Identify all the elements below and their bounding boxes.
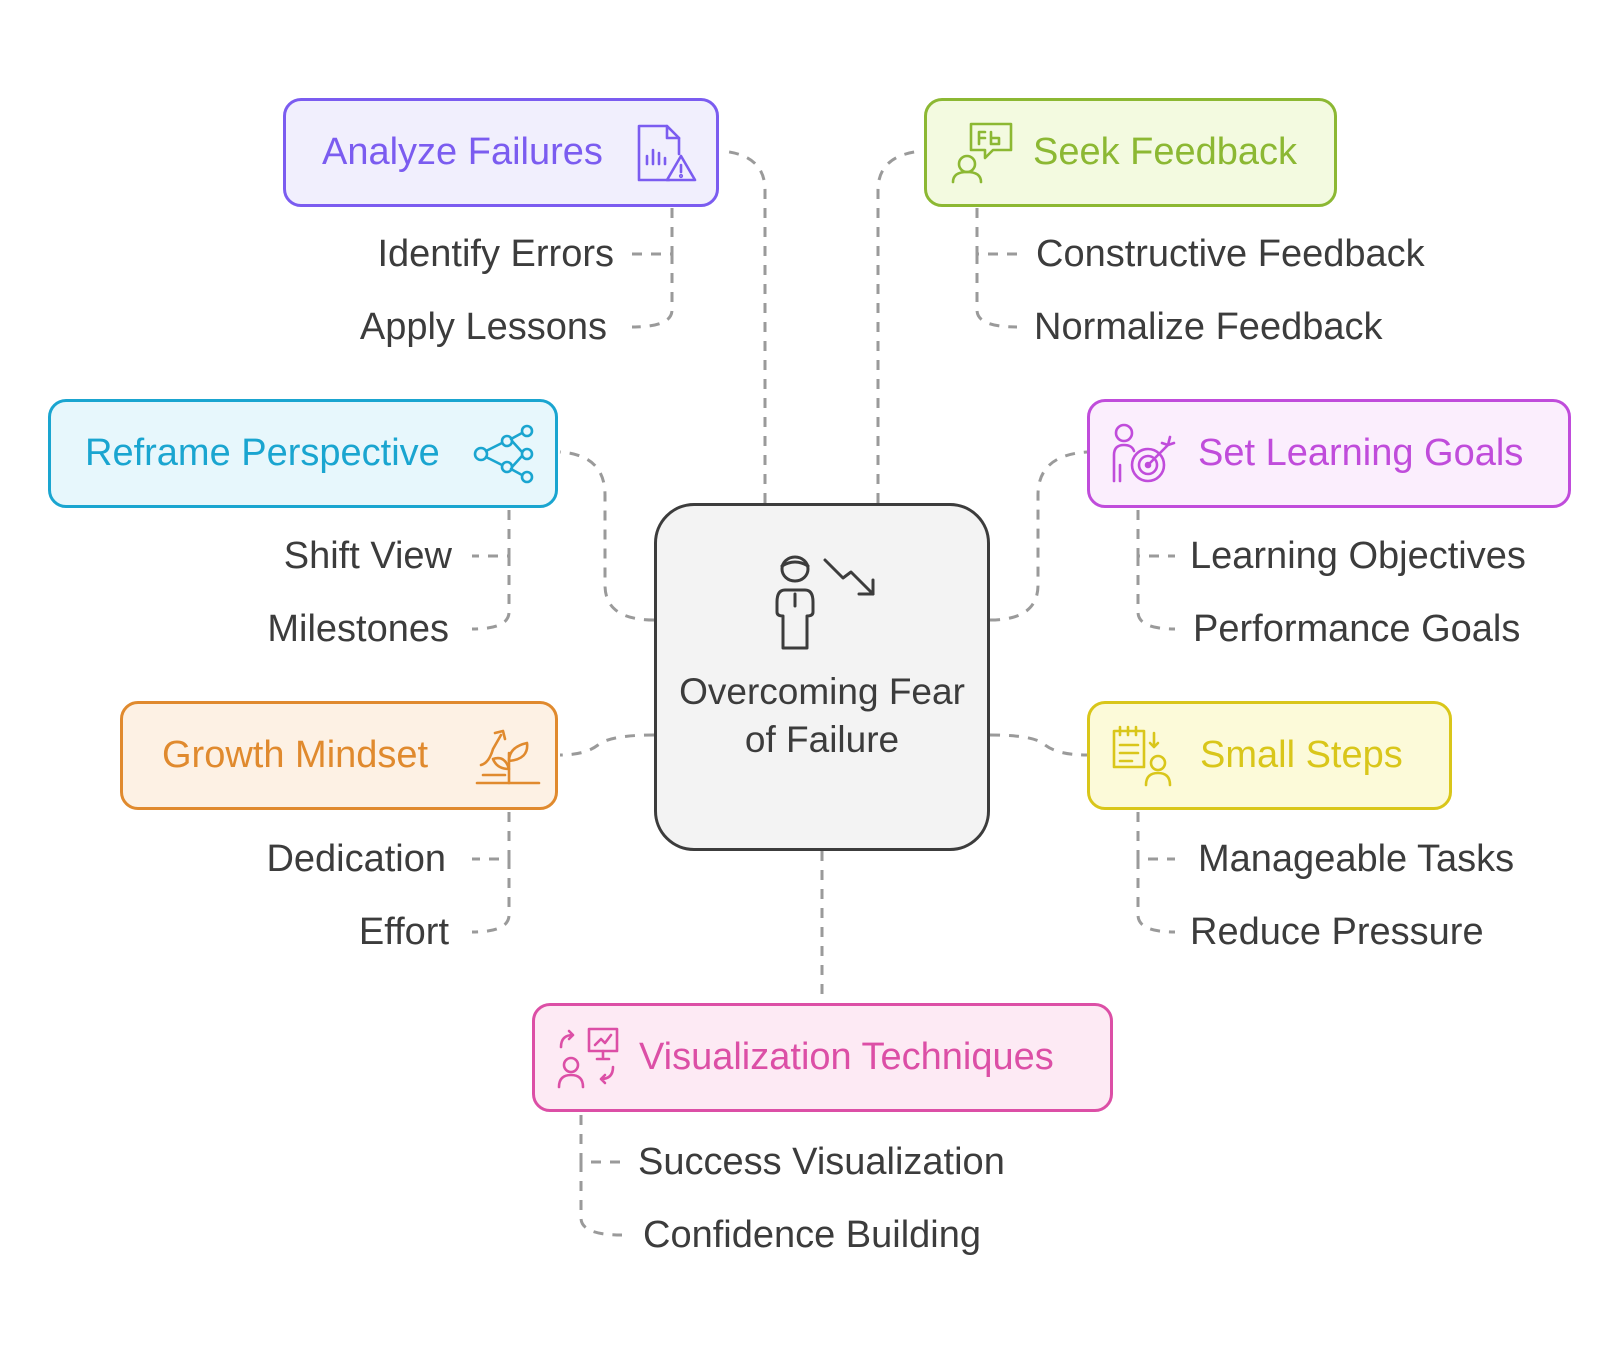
connector-reduce-pressure: [1136, 859, 1176, 934]
topic-label: Analyze Failures: [322, 131, 603, 173]
subitem-effort: Effort: [358, 911, 449, 953]
subitem-identify-errors: Identify Errors: [377, 233, 614, 275]
connector-analyze-failures: [721, 149, 767, 503]
connector-shift-view: [472, 510, 511, 558]
topic-label: Growth Mindset: [162, 734, 429, 776]
connector-performance-goals: [1136, 556, 1176, 631]
checklist-person-icon: [1112, 725, 1172, 787]
connector-success-visualization: [579, 1115, 622, 1164]
connector-learning-objectives: [1136, 510, 1175, 558]
topic-label: Set Learning Goals: [1198, 432, 1524, 474]
subitem-manageable-tasks: Manageable Tasks: [1198, 838, 1515, 880]
center-title: Overcoming Fear of Failure: [679, 671, 965, 760]
person-presentation-icon: [557, 1027, 619, 1089]
report-warning-icon: [637, 124, 697, 182]
person-target-icon: [1112, 423, 1176, 483]
connector-set-learning-goals: [989, 450, 1088, 622]
connector-confidence-building: [579, 1162, 623, 1237]
topic-growth-mindset[interactable]: Growth Mindset: [120, 701, 558, 810]
subitem-dedication: Dedication: [266, 838, 446, 880]
person-failure-trend-icon: [775, 555, 875, 650]
connector-growth-mindset: [559, 733, 655, 757]
connector-small-steps: [989, 733, 1088, 757]
connector-normalize-feedback: [975, 254, 1018, 329]
topic-seek-feedback[interactable]: Seek Feedback: [924, 98, 1337, 207]
subitem-shift-view: Shift View: [283, 535, 452, 577]
subitem-constructive-feedback: Constructive Feedback: [1036, 233, 1425, 275]
subitem-confidence-building: Confidence Building: [643, 1214, 982, 1256]
topic-visualization-techniques[interactable]: Visualization Techniques: [532, 1003, 1113, 1112]
share-nodes-icon: [473, 424, 534, 484]
topic-label: Seek Feedback: [1033, 131, 1298, 173]
subitem-apply-lessons: Apply Lessons: [359, 306, 607, 348]
subitem-reduce-pressure: Reduce Pressure: [1190, 911, 1484, 953]
center-node: Overcoming Fear of Failure: [654, 503, 990, 851]
connector-seek-feedback: [876, 149, 923, 503]
subitem-performance-goals: Performance Goals: [1193, 608, 1521, 650]
connector-apply-lessons: [631, 254, 674, 329]
subitem-learning-objectives: Learning Objectives: [1190, 535, 1526, 577]
connector-reframe-perspective: [559, 450, 655, 622]
sprout-growth-icon: [475, 729, 541, 785]
topic-reframe-perspective[interactable]: Reframe Perspective: [48, 399, 558, 508]
subitem-success-visualization: Success Visualization: [638, 1141, 1005, 1183]
topic-analyze-failures[interactable]: Analyze Failures: [283, 98, 719, 207]
connector-constructive-feedback: [975, 208, 1017, 256]
topic-small-steps[interactable]: Small Steps: [1087, 701, 1452, 810]
subitem-normalize-feedback: Normalize Feedback: [1034, 306, 1383, 348]
topic-label: Reframe Perspective: [85, 432, 440, 474]
connector-manageable-tasks: [1136, 812, 1175, 861]
topic-set-learning-goals[interactable]: Set Learning Goals: [1087, 399, 1571, 508]
feedback-chat-icon: [951, 122, 1013, 184]
connector-identify-errors: [632, 208, 674, 256]
connector-dedication: [472, 812, 511, 861]
connector-milestones: [471, 556, 511, 631]
subitem-milestones: Milestones: [267, 608, 449, 650]
topic-label: Visualization Techniques: [639, 1036, 1054, 1078]
topic-label: Small Steps: [1200, 734, 1403, 776]
connector-effort: [471, 859, 511, 934]
